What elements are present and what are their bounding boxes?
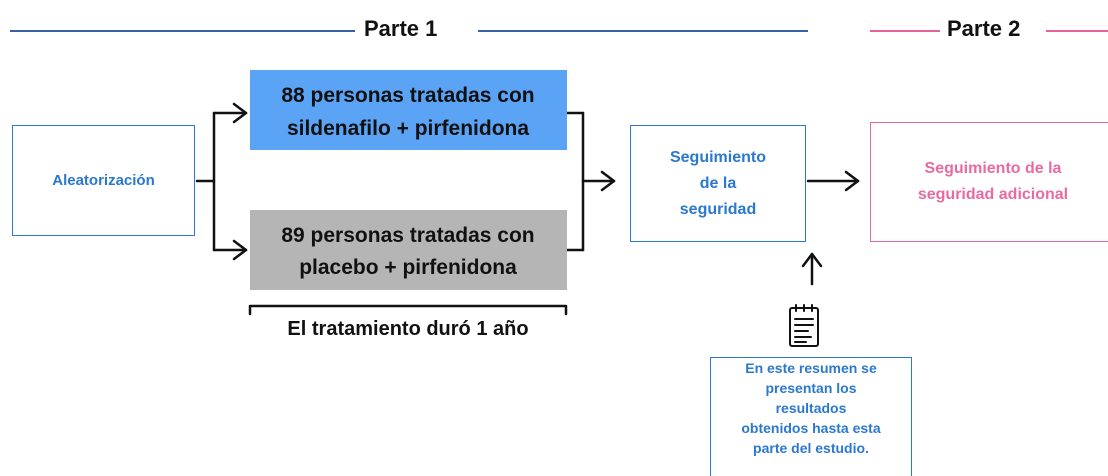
part1-line-left — [10, 30, 355, 32]
arm1-box — [250, 70, 567, 150]
additional-safety-box: Seguimiento de la seguridad adicional — [870, 122, 1108, 242]
summary-note-text: En este resumen se presentan los resulta… — [741, 360, 881, 456]
part2-line-right — [1046, 30, 1108, 32]
randomization-label: Aleatorización — [52, 172, 155, 189]
safety-followup-label: Seguimiento de la seguridad — [669, 148, 766, 218]
part1-label: Parte 1 — [358, 16, 444, 42]
document-list-icon — [784, 302, 826, 350]
summary-note-box: En este resumen se presentan los resulta… — [710, 357, 912, 476]
part1-line-right — [478, 30, 808, 32]
arm1-label: 88 personas tratadas con sildenafilo + p… — [281, 84, 535, 140]
additional-safety-label: Seguimiento de la seguridad adicional — [917, 160, 1069, 203]
treatment-duration-label: El tratamiento duró 1 año — [287, 318, 529, 340]
part2-line-left — [870, 30, 940, 32]
arm2-box — [250, 210, 567, 290]
safety-followup-box: Seguimiento de la seguridad — [630, 125, 806, 242]
part2-label: Parte 2 — [941, 16, 1027, 42]
arm2-label: 89 personas tratadas con placebo + pirfe… — [281, 224, 535, 279]
randomization-box: Aleatorización — [12, 125, 195, 236]
